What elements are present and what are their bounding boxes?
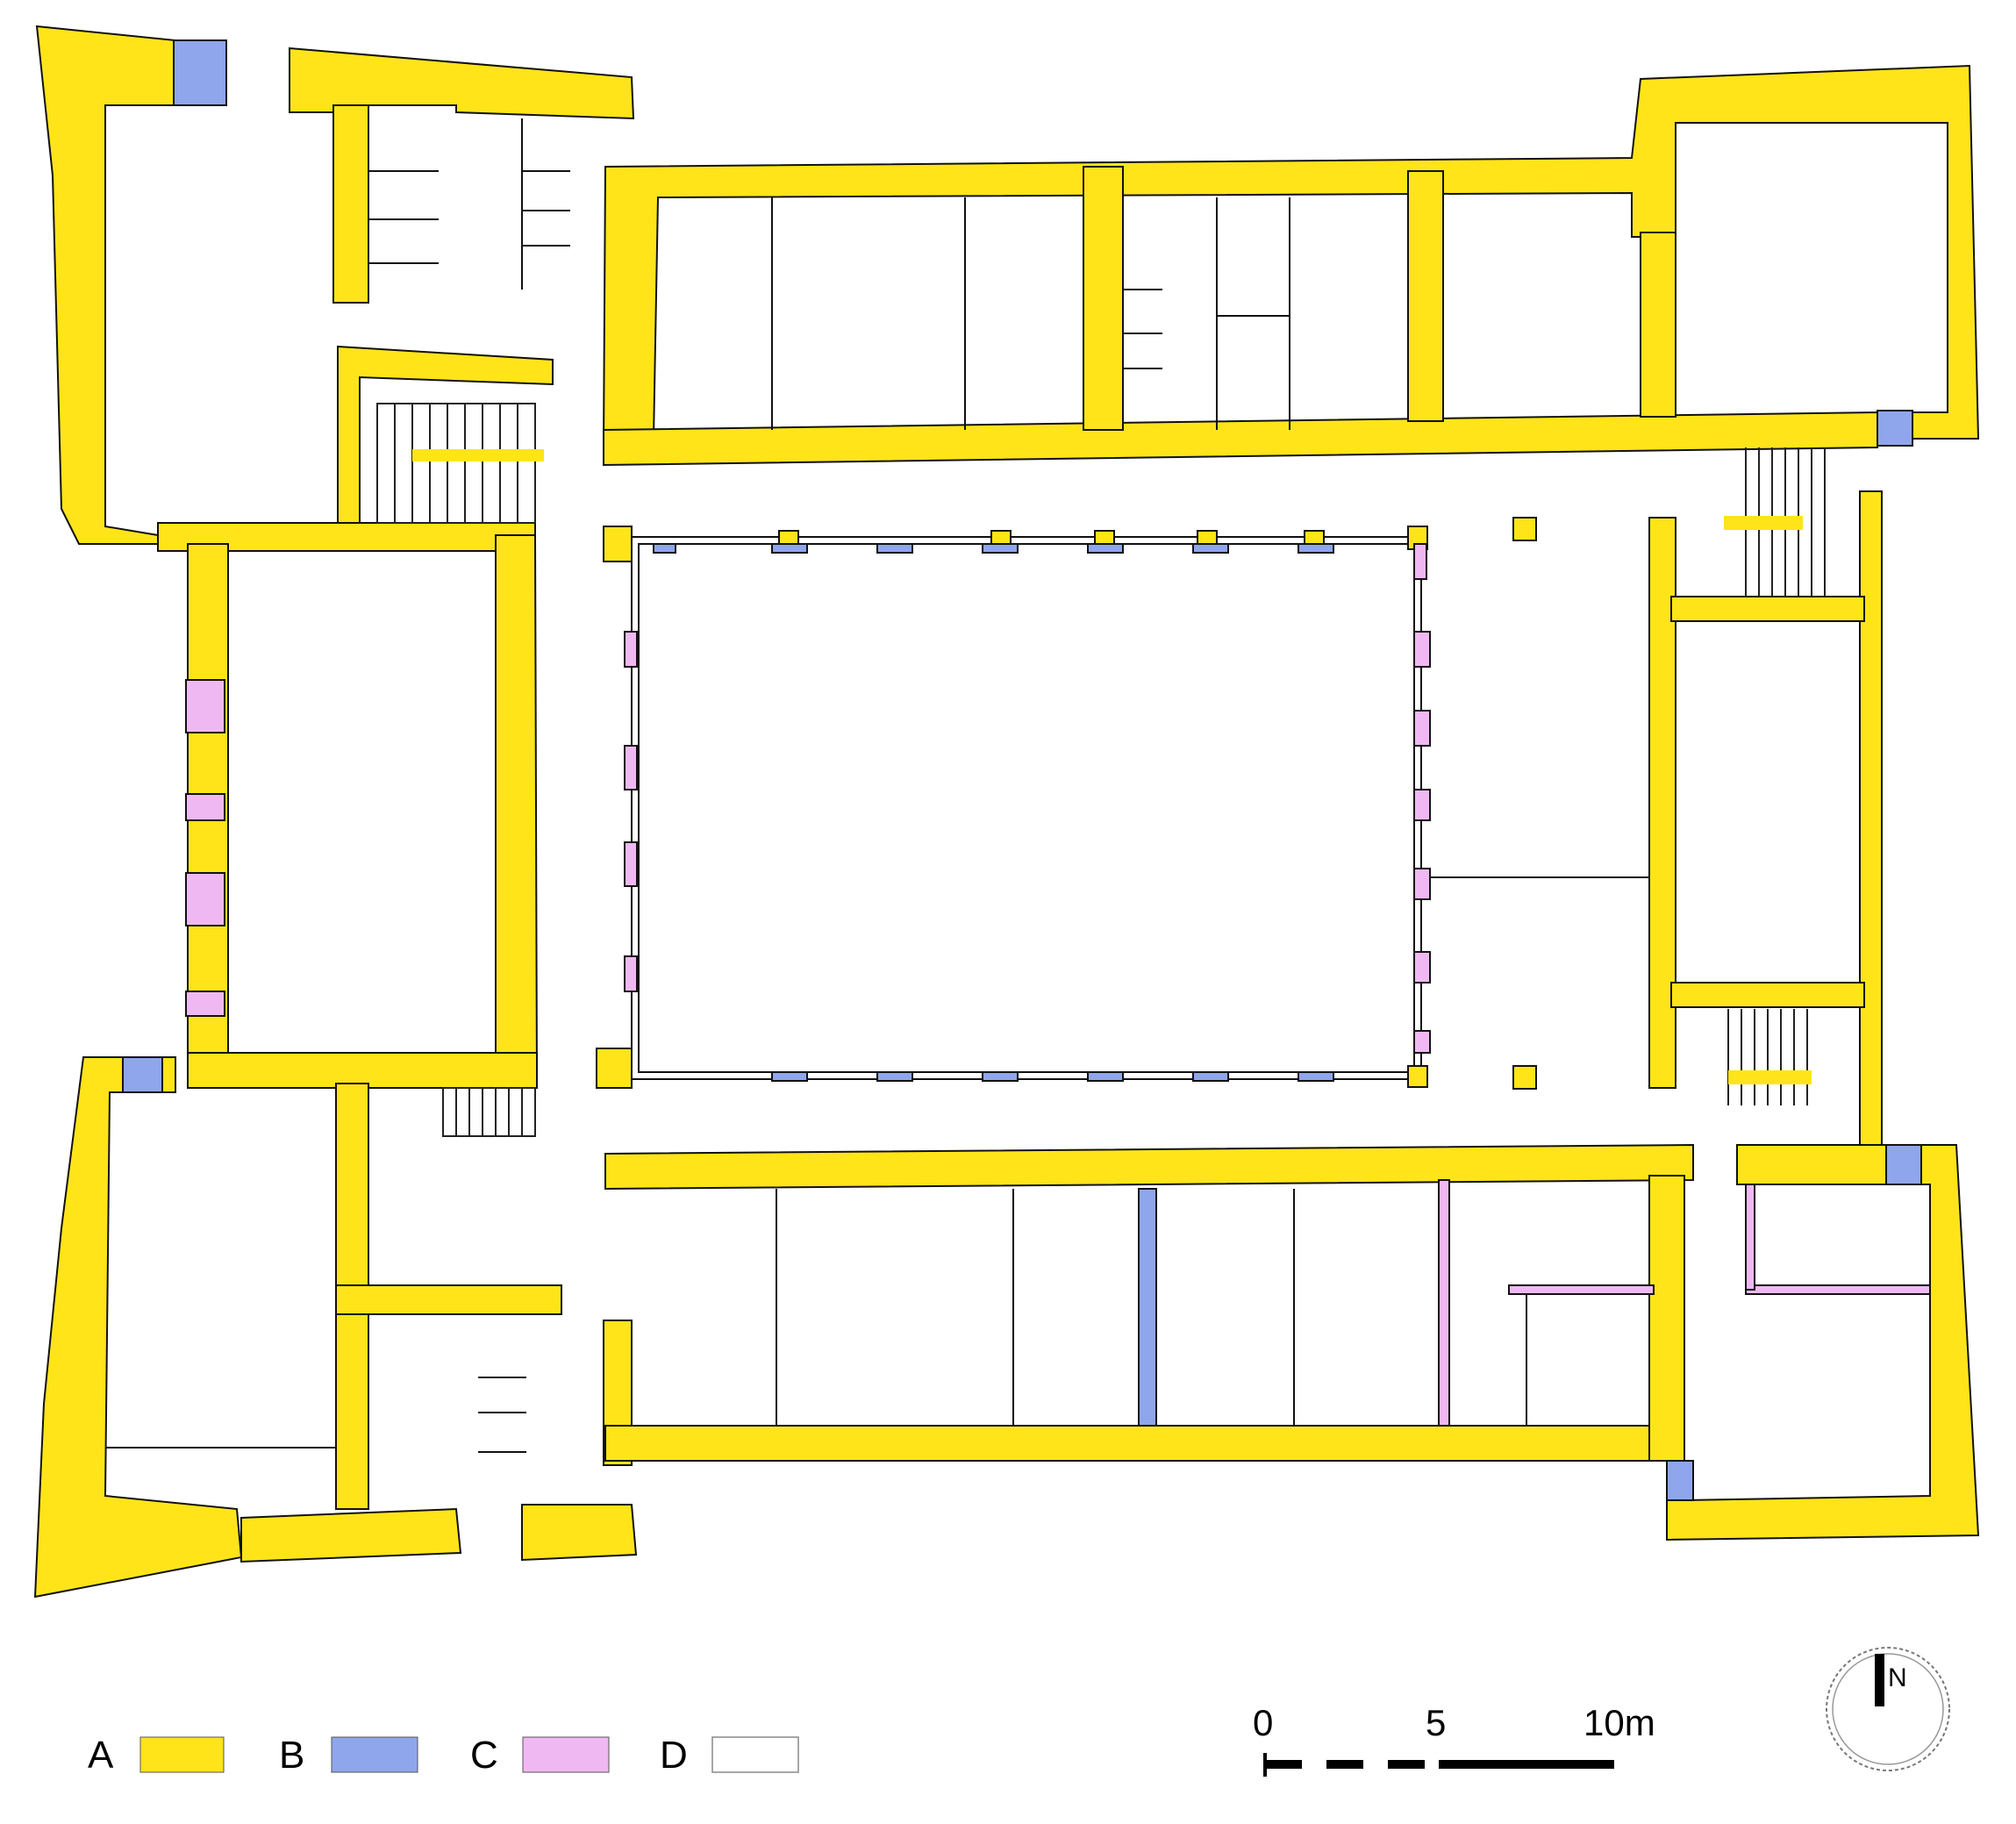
legend-item-a: A	[88, 1734, 225, 1777]
courtyard-outline	[631, 536, 1422, 1080]
arcade-south-piers	[596, 1048, 1428, 1089]
south-wall-north	[604, 1143, 1694, 1191]
mw-pier-c3	[185, 872, 225, 926]
nw-stair-wall	[337, 345, 554, 524]
se-blue-1	[1885, 1144, 1922, 1185]
sw-wall-south2	[521, 1504, 638, 1562]
north-wall-south	[603, 411, 1878, 467]
north-wing	[602, 64, 1980, 467]
east-stair-south-landing	[1728, 1070, 1812, 1084]
west-stair-south	[442, 1087, 536, 1137]
north-pier-1	[1083, 166, 1124, 431]
legend-item-d: D	[660, 1734, 799, 1777]
north-pier-3	[1640, 232, 1676, 418]
north-arrow: N	[1826, 1647, 1950, 1771]
west-stair-north	[376, 403, 536, 524]
mw-pier-c4	[185, 991, 225, 1017]
scale-tick-10m: 10m	[1583, 1702, 1655, 1743]
north-arrow-needle	[1875, 1654, 1884, 1706]
arcade-west-piers	[624, 631, 638, 992]
east-stair-south	[1727, 1009, 1808, 1105]
west-stair-north-landing	[412, 449, 544, 461]
legend-label-a: A	[88, 1734, 114, 1777]
east-wall-outer2	[1859, 490, 1883, 1150]
south-wall-south	[604, 1425, 1685, 1462]
sw-blue-patch	[122, 1056, 163, 1093]
legend-swatch-c	[522, 1736, 610, 1773]
nw-wall-east	[332, 104, 369, 304]
se-blue-2	[1666, 1460, 1694, 1501]
sw-wall-mid	[335, 1284, 562, 1315]
east-pier-bottom	[1512, 1065, 1537, 1090]
legend-swatch-d	[711, 1736, 799, 1773]
legend-label-d: D	[660, 1734, 688, 1777]
south-pink-wall-4	[1745, 1184, 1755, 1291]
legend-item-c: C	[470, 1734, 610, 1777]
scale-tick-0: 0	[1253, 1702, 1273, 1743]
south-wing	[603, 1143, 1980, 1541]
north-arrow-outer-ring	[1826, 1647, 1950, 1771]
north-arrow-label: N	[1888, 1663, 1907, 1692]
arcade-east-piers	[1413, 543, 1431, 1054]
legend: A B C D	[88, 1734, 799, 1777]
east-wall-outer	[1648, 517, 1676, 1089]
south-blue-wall	[1138, 1188, 1157, 1427]
south-wall-east	[1648, 1175, 1685, 1462]
nw-wall-north	[289, 46, 635, 120]
east-stair-north-landing	[1724, 516, 1803, 530]
sw-wall-outer	[33, 1056, 243, 1599]
mw-wall-east	[495, 534, 539, 1084]
legend-swatch-b	[331, 1736, 418, 1773]
north-pier-2	[1407, 170, 1444, 422]
legend-swatch-a	[139, 1736, 225, 1773]
nw-blue-patch	[173, 39, 227, 106]
north-wall-outer	[602, 64, 1980, 449]
south-pink-wall-2	[1508, 1284, 1655, 1295]
mw-wall-south	[187, 1052, 538, 1089]
north-blue-patch	[1877, 410, 1913, 447]
scale-tick-5: 5	[1426, 1702, 1446, 1743]
mw-pier-c2	[185, 793, 225, 821]
north-arrow-inner-ring	[1832, 1653, 1944, 1765]
mw-pier-c1	[185, 679, 225, 733]
legend-item-b: B	[279, 1734, 418, 1777]
south-pink-wall-1	[1438, 1179, 1450, 1427]
nw-wall-outer	[35, 25, 176, 545]
east-hall-bottom	[1670, 982, 1865, 1008]
se-block	[1666, 1144, 1980, 1541]
scale-bar: 0 5 10m	[1253, 1702, 1655, 1777]
west-wing	[33, 25, 638, 1599]
east-wing	[1430, 447, 1883, 1150]
legend-label-b: B	[279, 1734, 304, 1777]
south-pink-wall-3	[1745, 1284, 1931, 1295]
sw-wall-south	[240, 1507, 462, 1563]
east-hall-inner	[1675, 620, 1861, 984]
east-pier-top	[1512, 517, 1537, 541]
courtyard-outline-inner	[638, 543, 1415, 1073]
legend-label-c: C	[470, 1734, 498, 1777]
courtyard-arcade	[596, 526, 1431, 1089]
east-hall-top	[1670, 596, 1865, 622]
